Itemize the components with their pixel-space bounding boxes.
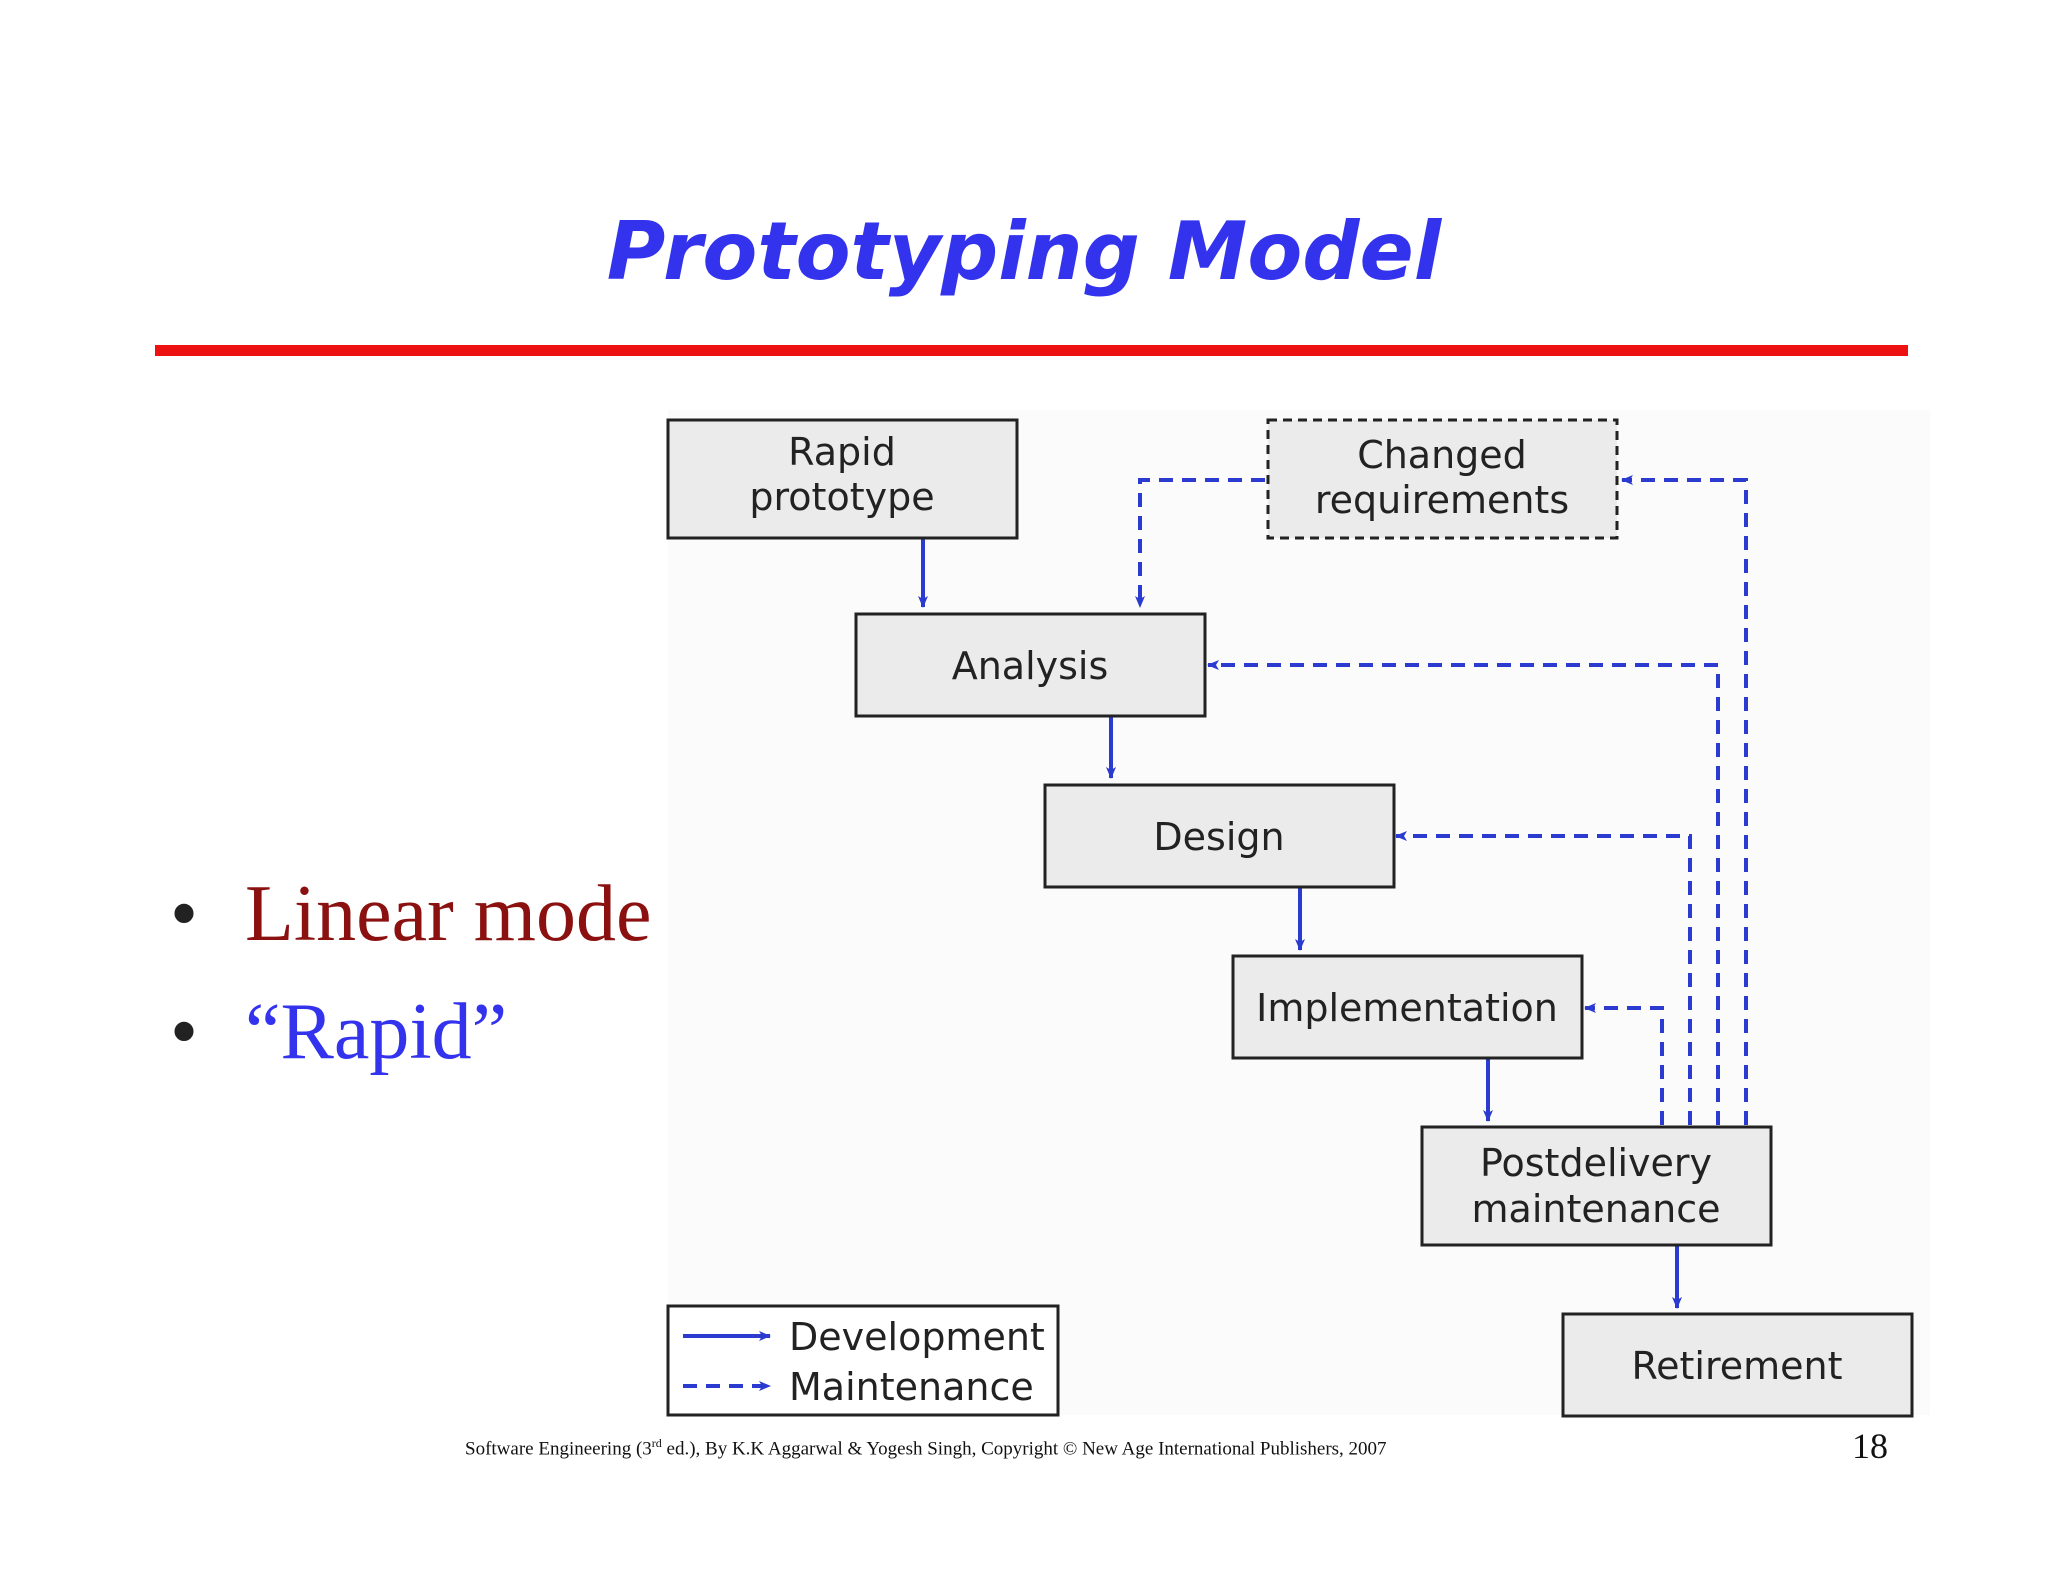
footer-superscript: rd [651,1436,662,1450]
node-box [666,418,1019,540]
node-changed-requirements: Changed requirements [1266,418,1619,540]
node-box [1266,418,1619,540]
legend: Development Maintenance [666,1304,1060,1417]
node-label: prototype [749,475,934,519]
footer-text: Software Engineering (3 [465,1438,652,1460]
node-rapid-prototype: Rapid prototype [666,418,1019,540]
footer-citation: Software Engineering (3rd ed.), By K.K A… [465,1436,1387,1460]
node-label: Design [1153,815,1284,859]
node-analysis: Analysis [854,612,1207,718]
node-box [1043,783,1396,889]
node-label: Postdelivery [1480,1141,1712,1185]
slide-title: Prototyping Model [606,205,1442,298]
node-implementation: Implementation [1231,954,1584,1060]
node-label: Analysis [952,644,1109,688]
legend-box [666,1304,1060,1417]
arrow-postdelivery-to-changed [1621,475,1748,1125]
bullet-item: • Linear mode [170,855,651,973]
bullet-item: • “Rapid” [170,973,651,1091]
legend-development-label: Development [789,1315,1045,1359]
node-box [1231,954,1584,1060]
node-label: Changed [1357,433,1527,477]
bullet-list: • Linear mode • “Rapid” [170,855,651,1091]
node-retirement: Retirement [1561,1312,1914,1418]
arrow-postdelivery-to-implementation [1584,1003,1664,1125]
legend-maintenance-label: Maintenance [789,1365,1034,1409]
node-label: requirements [1315,478,1569,522]
arrow-postdelivery-to-design [1395,831,1692,1125]
maintenance-arrows [1135,475,1748,1125]
node-box [1561,1312,1914,1418]
node-label: Retirement [1631,1344,1842,1388]
bullet-text: “Rapid” [245,988,508,1076]
node-label: maintenance [1472,1187,1721,1231]
node-box [854,612,1207,718]
arrow-postdelivery-to-analysis [1207,660,1720,1125]
arrow-changed-to-analysis [1135,478,1265,608]
node-box [1420,1125,1773,1247]
node-label: Rapid [788,430,896,474]
title-divider [155,345,1908,356]
node-postdelivery-maintenance: Postdelivery maintenance [1420,1125,1773,1247]
node-label: Implementation [1256,986,1558,1030]
bullet-text: Linear mode [245,870,652,958]
bullet-dot-icon: • [170,988,199,1076]
bullet-dot-icon: • [170,870,199,958]
footer-text: ed.), By K.K Aggarwal & Yogesh Singh, Co… [661,1438,1387,1460]
page-number: 18 [1852,1426,1888,1466]
node-design: Design [1043,783,1396,889]
development-arrows [918,538,1682,1309]
